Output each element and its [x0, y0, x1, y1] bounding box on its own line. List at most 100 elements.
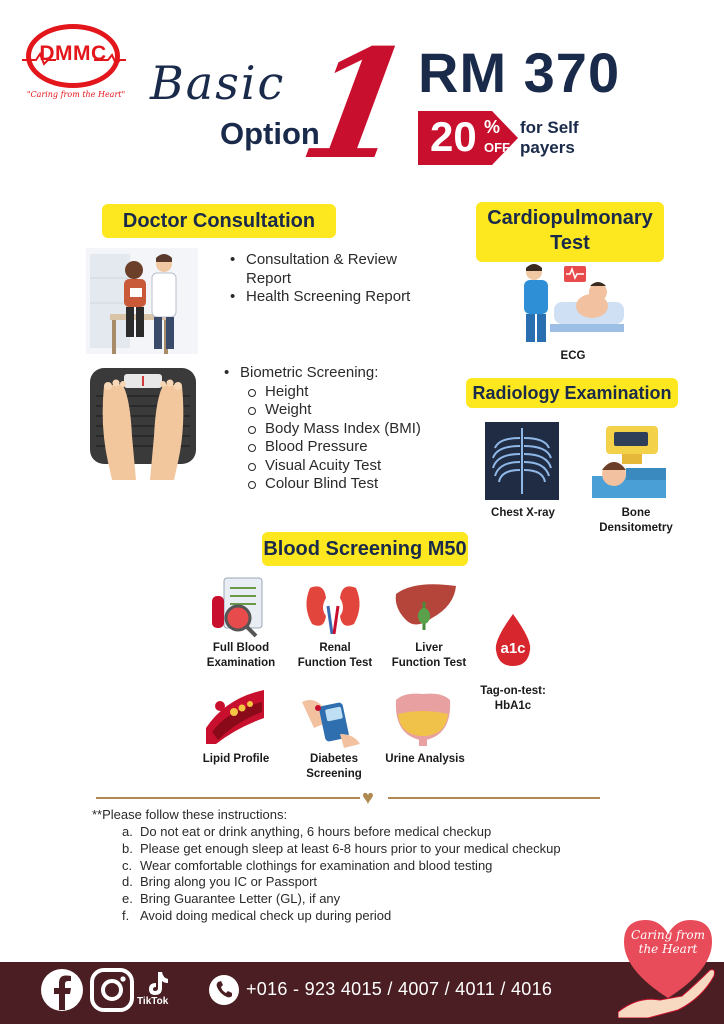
- chest-xray-icon: [485, 422, 559, 500]
- instructions-title: **Please follow these instructions:: [92, 807, 288, 822]
- diabetes-caption: Diabetes Screening: [292, 752, 376, 782]
- list-item: Colour Blind Test: [242, 475, 438, 494]
- blood-heading: Blood Screening M50: [262, 532, 468, 566]
- item-marker: e.: [122, 891, 133, 907]
- item-marker: d.: [122, 874, 133, 890]
- tag-caption-line1: Tag-on-test:: [480, 685, 546, 697]
- list-item: a. Do not eat or drink anything, 6 hours …: [122, 824, 561, 841]
- phone-icon: [209, 975, 239, 1005]
- title-script: Basic: [150, 56, 286, 110]
- price: RM 370: [418, 41, 621, 104]
- item-marker: a.: [122, 824, 133, 839]
- biometric-list: Biometric Screening: Height Weight Body …: [218, 364, 438, 494]
- heartbeat-icon: [22, 52, 126, 66]
- list-item: Blood Pressure: [242, 438, 438, 457]
- full-blood-icon: [212, 577, 263, 638]
- list-item: b. Please get enough sleep at least 6-8 h…: [122, 841, 561, 858]
- tag-caption-line2: HbA1c: [494, 700, 532, 712]
- item-text: Do not eat or drink anything, 6 hours be…: [140, 824, 492, 839]
- divider-line: [96, 797, 360, 799]
- logo-tagline: "Caring from the Heart": [26, 90, 126, 99]
- radiology-heading: Radiology Examination: [466, 378, 678, 408]
- liver-caption: Liver Function Test: [384, 641, 474, 671]
- item-text: Please get enough sleep at least 6-8 hou…: [140, 840, 561, 856]
- discount-note-line2: payers: [520, 138, 575, 158]
- badge-line2: the Heart: [638, 942, 698, 956]
- facebook-icon[interactable]: [40, 968, 84, 1012]
- discount-percent: %: [484, 117, 501, 137]
- item-text: Bring along you IC or Passport: [140, 874, 318, 890]
- list-item: Health Screening Report: [224, 288, 414, 307]
- doctor-heading: Doctor Consultation: [102, 204, 336, 238]
- fbe-caption-line1: Full Blood: [212, 642, 270, 654]
- renal-caption-line2: Function Test: [297, 657, 373, 669]
- list-item: d. Bring along you IC or Passport: [122, 874, 561, 891]
- fbe-caption-line2: Examination: [206, 657, 276, 669]
- bone-caption: Bone Densitometry: [588, 506, 684, 536]
- item-marker: f.: [122, 907, 130, 923]
- badge-text: Caring from the Heart: [628, 928, 708, 956]
- item-text: Avoid doing medical check up during peri…: [140, 907, 392, 923]
- diabetes-caption-line2: Screening: [306, 768, 362, 780]
- item-marker: b.: [122, 840, 133, 856]
- liver-caption-line2: Function Test: [391, 657, 467, 669]
- list-item: Biometric Screening: Height Weight Body …: [218, 364, 438, 494]
- divider-line: [388, 797, 600, 799]
- discount-off: OFF: [484, 140, 510, 155]
- lipid-icon: [206, 690, 264, 744]
- renal-caption-line1: Renal: [319, 642, 351, 654]
- kidney-icon: [306, 586, 360, 634]
- list-item: f. Avoid doing medical check up during pe…: [122, 908, 561, 925]
- lipid-caption: Lipid Profile: [202, 753, 270, 765]
- discount-value: 20: [430, 113, 477, 160]
- bladder-icon: [395, 693, 451, 746]
- doctor-list: Consultation & Review Report Health Scre…: [224, 251, 414, 307]
- bone-caption-line2: Densitometry: [599, 522, 673, 534]
- diabetes-caption-line1: Diabetes: [310, 753, 358, 765]
- glucose-meter-icon: [302, 700, 360, 748]
- list-item: Consultation & Review Report: [224, 251, 414, 288]
- caring-heart-badge-icon: [618, 920, 715, 1018]
- list-item: Weight: [242, 401, 438, 420]
- list-item: Body Mass Index (BMI): [242, 420, 438, 439]
- heart-divider-icon: ♥: [362, 787, 374, 809]
- biometric-label: Biometric Screening:: [240, 364, 379, 381]
- list-item: c. Wear comfortable clothings for examina…: [122, 858, 561, 875]
- blood-drop-icon: [495, 614, 531, 666]
- item-marker: c.: [122, 857, 133, 873]
- xray-caption: Chest X-ray: [491, 507, 555, 519]
- title-option: Option: [220, 116, 320, 151]
- item-text: Wear comfortable clothings for examinati…: [140, 857, 493, 873]
- liver-icon: [395, 584, 456, 630]
- list-item: Visual Acuity Test: [242, 457, 438, 476]
- badge-line1: Caring from: [631, 928, 705, 942]
- cardio-heading: Cardiopulmonary Test: [476, 202, 664, 262]
- item-text: Bring Guarantee Letter (GL), if any: [140, 891, 341, 907]
- a1c-label: a1c: [500, 640, 526, 657]
- logo-name: DMMC: [39, 42, 107, 65]
- renal-caption: Renal Function Test: [290, 641, 380, 671]
- urine-caption: Urine Analysis: [385, 753, 465, 765]
- tiktok-icon[interactable]: [146, 970, 170, 996]
- list-item: Height: [242, 383, 438, 402]
- biometric-sublist: Height Weight Body Mass Index (BMI) Bloo…: [240, 383, 438, 494]
- list-item: e. Bring Guarantee Letter (GL), if any: [122, 891, 561, 908]
- discount-note-line1: for Self: [520, 118, 579, 137]
- cardio-heading-line2: Test: [550, 232, 590, 254]
- tiktok-label: TikTok: [137, 996, 169, 1007]
- cardio-heading-line1: Cardiopulmonary: [487, 207, 653, 229]
- tag-on-test-caption: Tag-on-test: HbA1c: [470, 684, 556, 714]
- ecg-caption: ECG: [560, 350, 586, 362]
- phone-numbers[interactable]: +016 - 923 4015 / 4007 / 4011 / 4016: [246, 979, 553, 999]
- bone-densitometry-icon: [592, 426, 666, 498]
- liver-caption-line1: Liver: [415, 642, 443, 654]
- weighing-scale-icon: [86, 366, 200, 480]
- discount-note: for Self payers: [520, 118, 620, 159]
- fbe-caption: Full Blood Examination: [200, 641, 282, 671]
- instructions-list: a. Do not eat or drink anything, 6 hours …: [122, 824, 561, 925]
- instagram-icon[interactable]: [90, 968, 134, 1012]
- bone-caption-line1: Bone: [621, 507, 651, 519]
- ecg-icon: [524, 264, 624, 342]
- biometric-block: Biometric Screening: Height Weight Body …: [218, 364, 438, 494]
- doctor-consultation-icon: [86, 248, 198, 354]
